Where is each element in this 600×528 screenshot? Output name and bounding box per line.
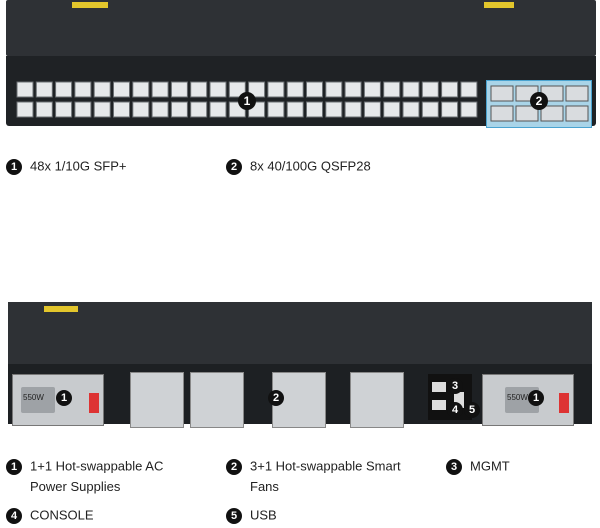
callout-badge-1: 1 [56,390,72,406]
legend-number: 3 [446,458,462,475]
sfp-port [132,81,150,98]
warning-sticker [44,306,78,312]
sfp-port [325,101,343,118]
legend-number: 1 [6,158,22,175]
legend-text: 3+1 Hot-swappable Smart [250,458,401,474]
sfp-port [93,101,111,118]
sfp-port [151,81,169,98]
legend-text: MGMT [470,458,510,474]
psu-release-tab [559,393,569,413]
sfp-port [441,81,459,98]
sfp-port-grid [16,81,478,118]
sfp-port [151,101,169,118]
legend-number: 2 [226,158,242,175]
sfp-port [306,81,323,98]
sfp-port [421,101,439,118]
sfp-port [363,81,381,98]
callout-badge-1: 1 [238,92,256,110]
switch-front-chassis-top [6,0,596,56]
fan-module [350,372,404,428]
legend-item-sfp: 1 48x 1/10G SFP+ [6,156,126,177]
sfp-port [55,101,73,118]
sfp-port [325,81,343,98]
legend-text: 8x 40/100G QSFP28 [250,158,371,174]
legend-item-psu: 1 1+1 Hot-swappable AC Power Supplies [6,456,163,497]
psu-release-tab [89,393,99,413]
psu-right: 550W [482,374,574,426]
sfp-port [267,101,285,118]
callout-badge-5: 5 [464,402,480,418]
sfp-port [132,101,150,118]
sfp-port [35,101,53,118]
sfp-port [344,81,362,98]
console-port [432,400,446,410]
sfp-port [344,101,362,118]
sfp-port [383,81,401,98]
legend-text: 1+1 Hot-swappable AC [30,458,164,474]
warning-sticker [72,2,108,8]
warning-sticker [484,2,514,8]
legend-item-console: 4 CONSOLE [6,505,94,526]
sfp-port [402,101,420,118]
legend-number: 1 [6,458,22,475]
legend-item-qsfp: 2 8x 40/100G QSFP28 [226,156,371,177]
legend-number: 2 [226,458,242,475]
psu-fan-grille [21,387,55,413]
sfp-port [170,101,188,118]
switch-rear-chassis-top [8,302,592,364]
legend-number: 4 [6,507,22,524]
legend-item-usb: 5 USB [226,505,277,526]
sfp-port [460,81,478,98]
legend-text-line2: Power Supplies [30,478,121,494]
sfp-port [286,81,304,98]
sfp-port [74,81,92,98]
fan-module [130,372,184,428]
sfp-port [190,101,208,118]
usb-port [454,392,464,408]
legend-text: CONSOLE [30,507,94,523]
sfp-port [35,81,53,98]
legend-text-line2: Fans [250,478,279,494]
callout-badge-3: 3 [447,378,463,394]
sfp-port [74,101,92,118]
legend-item-mgmt: 3 MGMT [446,456,510,477]
sfp-port [16,101,34,118]
sfp-port [286,101,304,118]
qsfp-port [565,85,589,102]
qsfp-port [490,105,514,122]
sfp-port [170,81,188,98]
fan-module [190,372,244,428]
psu-wattage-label: 550W [23,393,44,402]
sfp-port [113,101,130,118]
psu-wattage-label: 550W [507,393,528,402]
sfp-port [383,101,401,118]
sfp-port [93,81,111,98]
sfp-port [209,81,227,98]
sfp-port [421,81,439,98]
legend-item-fans: 2 3+1 Hot-swappable Smart Fans [226,456,401,497]
callout-badge-1: 1 [528,390,544,406]
mgmt-port [432,382,446,392]
sfp-port [441,101,459,118]
sfp-port [16,81,34,98]
sfp-port [209,101,227,118]
callout-badge-2: 2 [530,92,548,110]
callout-badge-2: 2 [268,390,284,406]
sfp-port [190,81,208,98]
sfp-port [55,81,73,98]
sfp-port [363,101,381,118]
callout-badge-4: 4 [447,402,463,418]
legend-text: USB [250,507,277,523]
qsfp-port [490,85,514,102]
sfp-port [402,81,420,98]
legend-text: 48x 1/10G SFP+ [30,158,127,174]
sfp-port [113,81,130,98]
qsfp-port [565,105,589,122]
legend-number: 5 [226,507,242,524]
qsfp-port [515,105,539,122]
sfp-port [267,81,285,98]
sfp-port [306,101,323,118]
sfp-port [460,101,478,118]
qsfp-port [540,105,564,122]
